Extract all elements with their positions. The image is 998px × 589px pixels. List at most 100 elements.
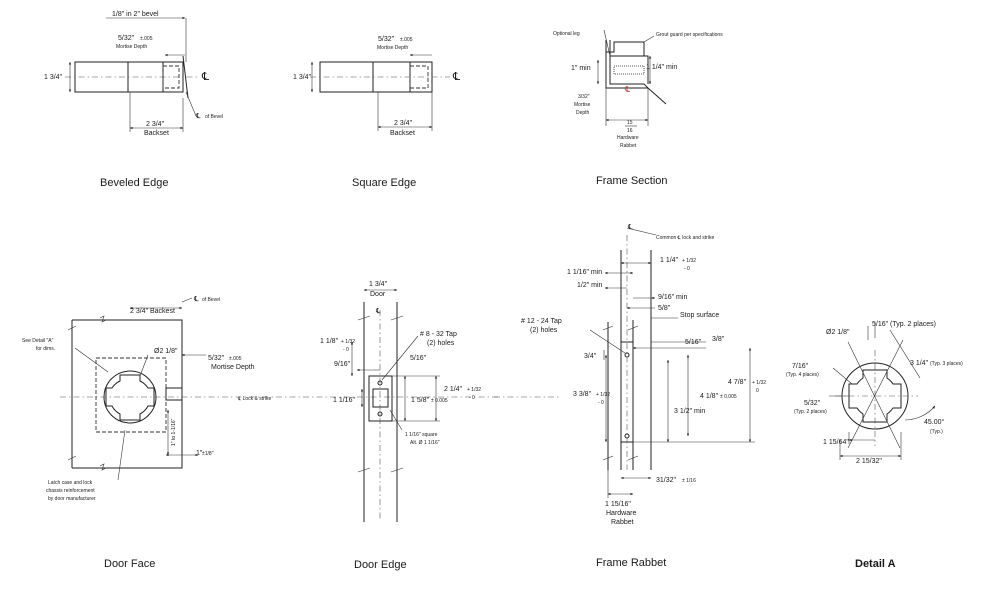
door-edge-view [350, 288, 440, 522]
detail-a-angle: 45.00° [924, 418, 945, 426]
detail-a-d716: 7/16" [792, 363, 809, 370]
door-edge-tap-holes: (2) holes [427, 340, 455, 347]
frame-grout-guard: Grout guard per specifications [656, 32, 723, 38]
door-edge-thickness: 1 3/4" [369, 281, 388, 288]
beveled-bevel-note: 1/8" in 2" bevel [112, 11, 159, 18]
square-backset-dim: 2 3/4" [394, 120, 413, 127]
frame-rabbet-hw-dim: 1 15/16" [605, 501, 631, 508]
frame-rabbet-d418-tol: ± 0.005 [720, 394, 737, 400]
frame-rabbet-tap-holes: (2) holes [530, 327, 558, 334]
frame-section-view [596, 29, 667, 126]
beveled-mortise-tol: ±.005 [140, 36, 153, 42]
door-edge-d214-tol-minus: - 0 [469, 395, 475, 401]
frame-rabbet-tap: # 12 - 24 Tap [521, 318, 562, 325]
beveled-edge-view [65, 16, 200, 132]
square-mortise-tol: ±.005 [400, 37, 413, 43]
frame-rabbet-d478-tol-minus: 0 [756, 388, 759, 394]
beveled-backset-dim: 2 3/4" [146, 121, 165, 128]
frame-rabbet-hw-label: Hardware [606, 510, 636, 517]
door-face-see-detail: See Detail "A" [22, 338, 54, 344]
detail-a-d716-typ: (Typ. 4 places) [786, 372, 819, 378]
frame-mortise-label: Mortise [574, 102, 591, 108]
square-backset-label: Backset [390, 130, 415, 137]
door-face-mortise-dim: 5/32" [208, 355, 225, 362]
detail-a-title: Detail A [855, 558, 896, 570]
frame-optional-leg: Optional leg [553, 31, 580, 37]
door-edge-d916: 9/16" [334, 361, 351, 368]
door-edge-d118-tol-minus: - 0 [343, 347, 349, 353]
beveled-cl-bevel: ℄ [195, 113, 201, 120]
frame-rabbet-d418: 4 1/8" [700, 393, 719, 400]
frame-rabbet-d38: 3/8" [712, 336, 725, 343]
frame-rabbet-rabbet-label: Rabbet [611, 519, 634, 526]
frame-rabbet-d58: 5/8" [658, 305, 671, 312]
door-edge-door-label: Door [370, 291, 386, 298]
detail-a-d532-typ: (Typ. 2 places) [794, 409, 827, 415]
frame-rabbet-d12min: 1/2" min [577, 282, 603, 289]
door-edge-d516: 5/16" [410, 355, 427, 362]
frame-rabbet-title: Frame Rabbet [596, 557, 666, 569]
frame-rabbet-den: 16 [627, 128, 633, 134]
frame-rabbet-d338-tol-minus: - 0 [598, 400, 604, 406]
beveled-mortise-label: Mortise Depth [116, 44, 147, 50]
door-edge-d158-tol: ± 0.005 [431, 398, 448, 404]
frame-rabbet-common: Common ℄ lock and strike [656, 235, 714, 241]
frame-rabbet-view [494, 227, 755, 498]
door-face-h-tol: ±1/8" [202, 451, 214, 457]
door-face-title: Door Face [104, 558, 155, 570]
door-edge-d158: 1 5/8" [411, 397, 430, 404]
door-face-mortise-label: Mortise Depth [211, 364, 255, 371]
frame-mortise-dim: 3/32" [578, 94, 590, 100]
frame-1in-min: 1" min [571, 65, 591, 72]
frame-rabbet-d478-tol-plus: + 1/32 [752, 380, 766, 386]
door-face-for-dims: for dims. [36, 346, 55, 352]
square-edge-view [310, 53, 450, 131]
frame-rabbet-d114-tol-minus: - 0 [684, 266, 690, 272]
square-centerline: ℄ [452, 71, 460, 83]
door-face-latch-2: chassis reinforcement [46, 488, 95, 494]
frame-section-title: Frame Section [596, 175, 668, 187]
door-edge-centerline: ℄ [375, 308, 381, 315]
door-edge-d214: 2 1/4" [444, 386, 463, 393]
frame-rabbet-d34: 3/4" [584, 353, 597, 360]
frame-rabbet-d916min: 9/16" min [658, 294, 687, 301]
door-face-cl-bevel: ℄ [193, 296, 199, 303]
door-face-view [60, 297, 500, 481]
frame-rabbet-d516: 5/16" [685, 339, 702, 346]
door-face-h-dim: 1" [196, 450, 203, 457]
door-edge-d118: 1 1/8" [320, 338, 339, 345]
detail-a-view [829, 322, 936, 460]
frame-rabbet-num: 15 [627, 120, 633, 126]
frame-depth-label: Depth [576, 110, 590, 116]
door-face-latch-1: Latch case and lock [48, 480, 93, 486]
door-edge-title: Door Edge [354, 559, 407, 571]
detail-a-d314-typ: (Typ. 3 places) [930, 361, 963, 367]
door-edge-d214-tol-plus: + 1/32 [467, 387, 481, 393]
frame-rabbet-d114: 1 1/4" [660, 257, 679, 264]
frame-rabbet-hardware: Hardware [617, 135, 639, 141]
door-edge-d118-tol-plus: + 1/32 [341, 339, 355, 345]
detail-a-dia: Ø2 1/8" [826, 329, 850, 336]
square-title: Square Edge [352, 177, 416, 189]
detail-a-angle-typ: (Typ.) [930, 429, 943, 435]
beveled-mortise-dim: 5/32" [118, 35, 135, 42]
door-face-bore [105, 374, 155, 421]
door-face-latch-3: by door manufacturer [48, 496, 96, 502]
frame-rabbet-stop: Stop surface [680, 312, 719, 319]
frame-rabbet-d3132: 31/32" [656, 477, 677, 484]
frame-rabbet-d338-tol-plus: + 1/32 [596, 392, 610, 398]
detail-a-d11564: 1 15/64" [823, 439, 849, 446]
frame-rabbet-d3132-tol: ± 1/16 [682, 478, 696, 484]
frame-rabbet-label: Rabbet [620, 143, 637, 149]
door-face-v-dim: 1" to 1-1/16" [171, 418, 177, 446]
beveled-cl-bevel-text: of Bevel [205, 114, 223, 120]
detail-a-d21532: 2 15/32" [856, 458, 882, 465]
door-face-cl-bevel-text: of Bevel [202, 297, 220, 303]
beveled-centerline: ℄ [201, 71, 209, 83]
frame-rabbet-d1116min: 1 1/16" min [567, 269, 602, 276]
door-edge-d1116: 1 1/16" [333, 397, 355, 404]
frame-rabbet-d312min: 3 1/2" min [674, 408, 705, 415]
frame-rabbet-d114-tol-plus: + 1/32 [682, 258, 696, 264]
